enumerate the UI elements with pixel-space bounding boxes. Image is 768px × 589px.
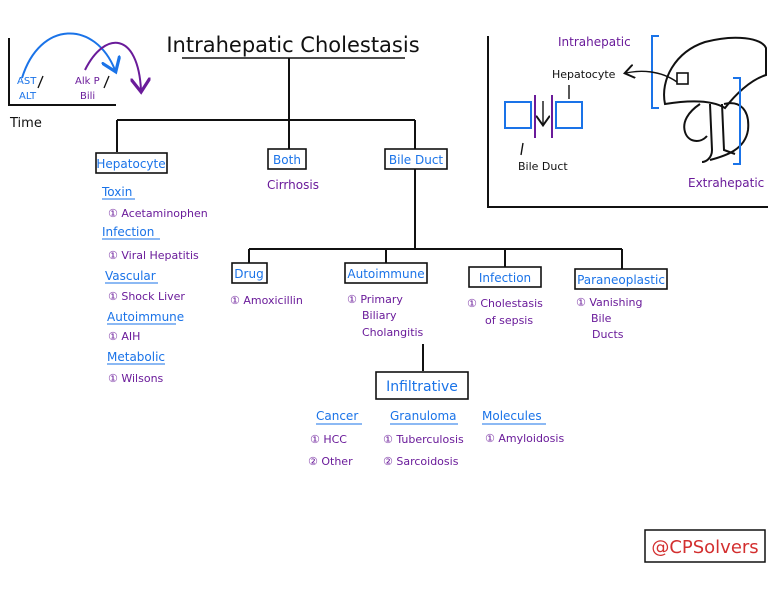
molecules-item-0: ① Amyloidosis	[485, 432, 564, 445]
liver-outline	[663, 36, 767, 110]
cell-right	[555, 101, 583, 129]
autoimmune-label: Autoimmune	[107, 310, 184, 324]
cirrhosis-item: Cirrhosis	[267, 178, 319, 192]
alkp-bili-curve	[84, 41, 141, 90]
node-infection: Infection	[468, 266, 542, 288]
cancer-label: Cancer	[316, 409, 358, 423]
node-drug-label: Drug	[234, 267, 263, 281]
node-infiltrative: Infiltrative	[375, 371, 469, 400]
node-bile-duct-label: Bile Duct	[389, 153, 444, 167]
bile-connectors	[248, 169, 623, 371]
duodenum	[709, 102, 750, 161]
ast-label: AST	[17, 76, 37, 87]
vascular-item: ① Shock Liver	[108, 290, 185, 303]
molecules-label: Molecules	[482, 409, 542, 423]
infection-b-item-0: ① Cholestasis	[467, 297, 543, 310]
infection-label: Infection	[102, 225, 154, 239]
bili-label: Bili	[80, 91, 95, 102]
page-title: Intrahepatic Cholestasis	[166, 33, 419, 57]
granuloma-label: Granuloma	[390, 409, 457, 423]
cancer-item-0: ① HCC	[310, 433, 347, 446]
autoimmune-b-item-2: Cholangitis	[362, 326, 424, 339]
graph-axes	[8, 38, 116, 106]
infection-item: ① Viral Hepatitis	[108, 249, 199, 262]
extrahepatic-label: Extrahepatic	[688, 176, 764, 190]
hepatocyte-list: Toxin ① Acetaminophen Infection ① Viral …	[101, 185, 208, 385]
anatomy-panel: Intrahepatic Hepatocyte Bile Duct Extrah…	[487, 35, 768, 208]
granuloma-item-1: ② Sarcoidosis	[383, 455, 459, 468]
alt-label: ALT	[19, 91, 37, 102]
graph-xlabel: Time	[9, 116, 42, 131]
node-autoimmune: Autoimmune	[344, 262, 428, 284]
node-hepatocyte-label: Hepatocyte	[96, 157, 165, 171]
drug-item-0: ① Amoxicillin	[230, 294, 303, 307]
node-paraneoplastic: Paraneoplastic	[574, 268, 668, 290]
hepatocyte-pointer	[626, 71, 678, 83]
vascular-label: Vascular	[105, 269, 156, 283]
metabolic-item: ① Wilsons	[108, 372, 164, 385]
hepatocyte-anat-label: Hepatocyte	[552, 68, 616, 81]
bile-duct-anat-label: Bile Duct	[518, 160, 568, 173]
watermark-text: @CPSolvers	[651, 537, 758, 558]
autoimmune-b-item-1: Biliary	[362, 309, 397, 322]
node-infection-label: Infection	[479, 271, 531, 285]
alkp-label: Alk P	[75, 76, 100, 87]
top-connectors	[116, 58, 416, 152]
autoimmune-b-item-0: ① Primary	[347, 293, 403, 306]
node-both: Both	[267, 148, 307, 170]
extrahepatic-bracket	[733, 77, 741, 165]
metabolic-label: Metabolic	[107, 350, 165, 364]
autoimmune-item: ① AIH	[108, 330, 140, 343]
panel-border	[487, 36, 768, 208]
node-drug: Drug	[231, 262, 268, 284]
ast-alt-curve	[21, 32, 115, 79]
intrahepatic-label: Intrahepatic	[558, 35, 631, 49]
node-hepatocyte: Hepatocyte	[95, 152, 168, 174]
paraneoplastic-item-1: Bile	[591, 312, 612, 325]
toxin-item: ① Acetaminophen	[108, 207, 208, 220]
paraneoplastic-item-2: Ducts	[592, 328, 624, 341]
node-bile-duct: Bile Duct	[384, 148, 448, 170]
infection-b-item-1: of sepsis	[485, 314, 533, 327]
node-autoimmune-label: Autoimmune	[347, 267, 424, 281]
granuloma-item-0: ① Tuberculosis	[383, 433, 464, 446]
hepatocyte-square	[676, 72, 689, 85]
node-paraneoplastic-label: Paraneoplastic	[577, 273, 665, 287]
node-infiltrative-label: Infiltrative	[386, 379, 458, 395]
toxin-label: Toxin	[101, 185, 132, 199]
cell-left	[504, 101, 532, 129]
cpsolvers-watermark: @CPSolvers	[644, 529, 766, 563]
cancer-item-1: ② Other	[308, 455, 353, 468]
node-both-label: Both	[273, 153, 301, 167]
lab-trend-graph: AST ALT Alk P Bili Time	[8, 32, 141, 131]
paraneoplastic-item-0: ① Vanishing	[576, 296, 643, 309]
